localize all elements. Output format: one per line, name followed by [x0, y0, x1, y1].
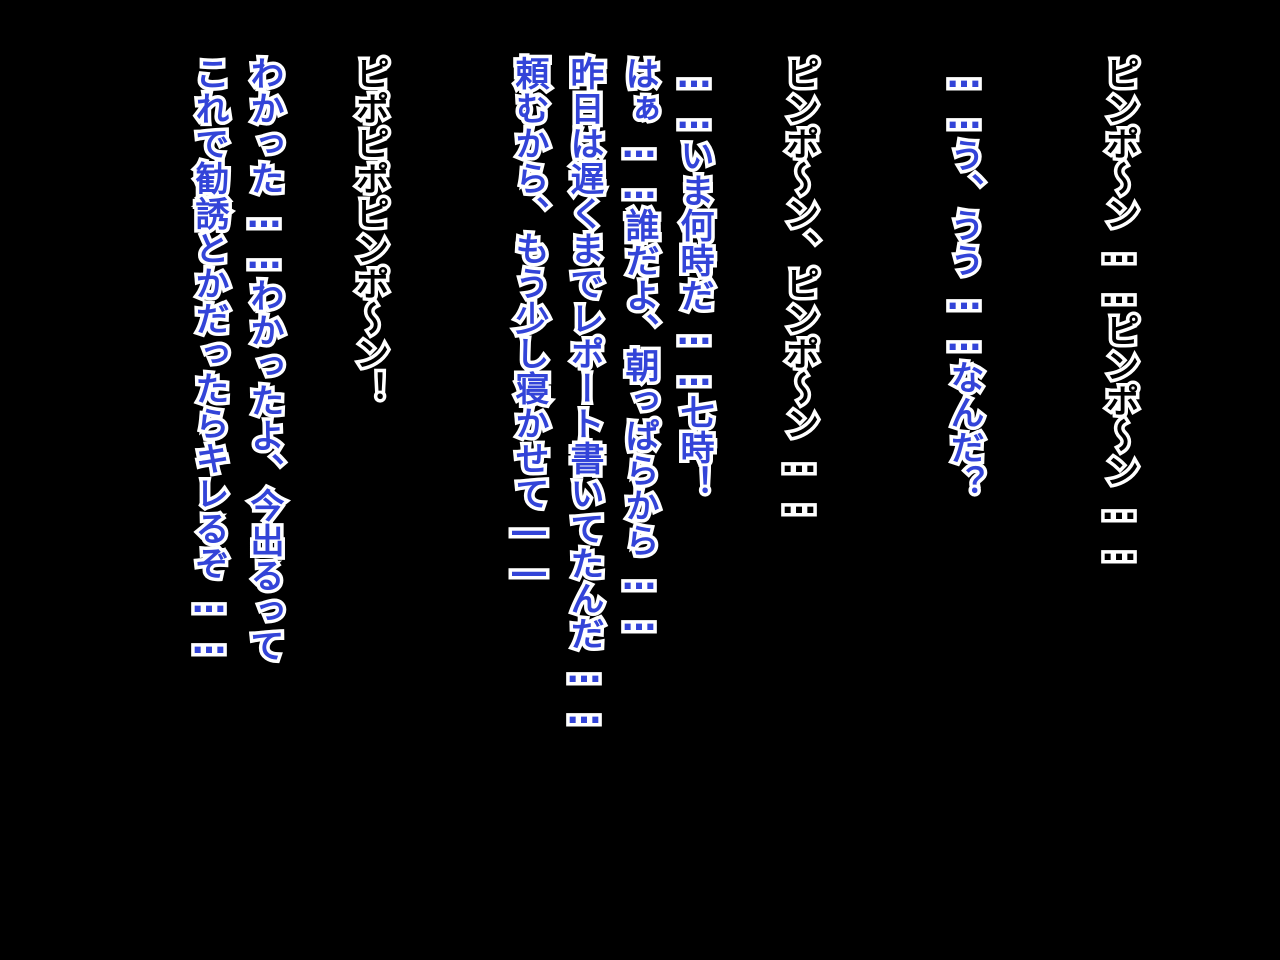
dialogue-line-4: ……いま何時だ……七時！ — [671, 53, 718, 504]
doorbell-sfx-line-3: ピンポ～ン、ピンポ～ン…… — [776, 53, 823, 527]
dialogue-line-5: はぁ……誰だよ、朝っぱらから…… — [616, 53, 663, 644]
dialogue-line-10: これで勧誘とかだったらキレるぞ…… — [186, 53, 233, 667]
dialogue-line-6: 昨日は遅くまでレポート書いてたんだ…… — [561, 53, 608, 737]
doorbell-sfx-line-8: ピポピポピンポ～ン！ — [346, 53, 393, 410]
dialogue-line-2: ……う、うう……なんだ？ — [941, 53, 988, 504]
dialogue-line-9: わかった……わかったよ、今出るって — [241, 53, 288, 667]
doorbell-sfx-line-1: ピンポ～ン……ピンポ～ン…… — [1096, 53, 1143, 574]
dialogue-line-7: 頼むから、もう少し寝かせて―― — [506, 53, 553, 597]
